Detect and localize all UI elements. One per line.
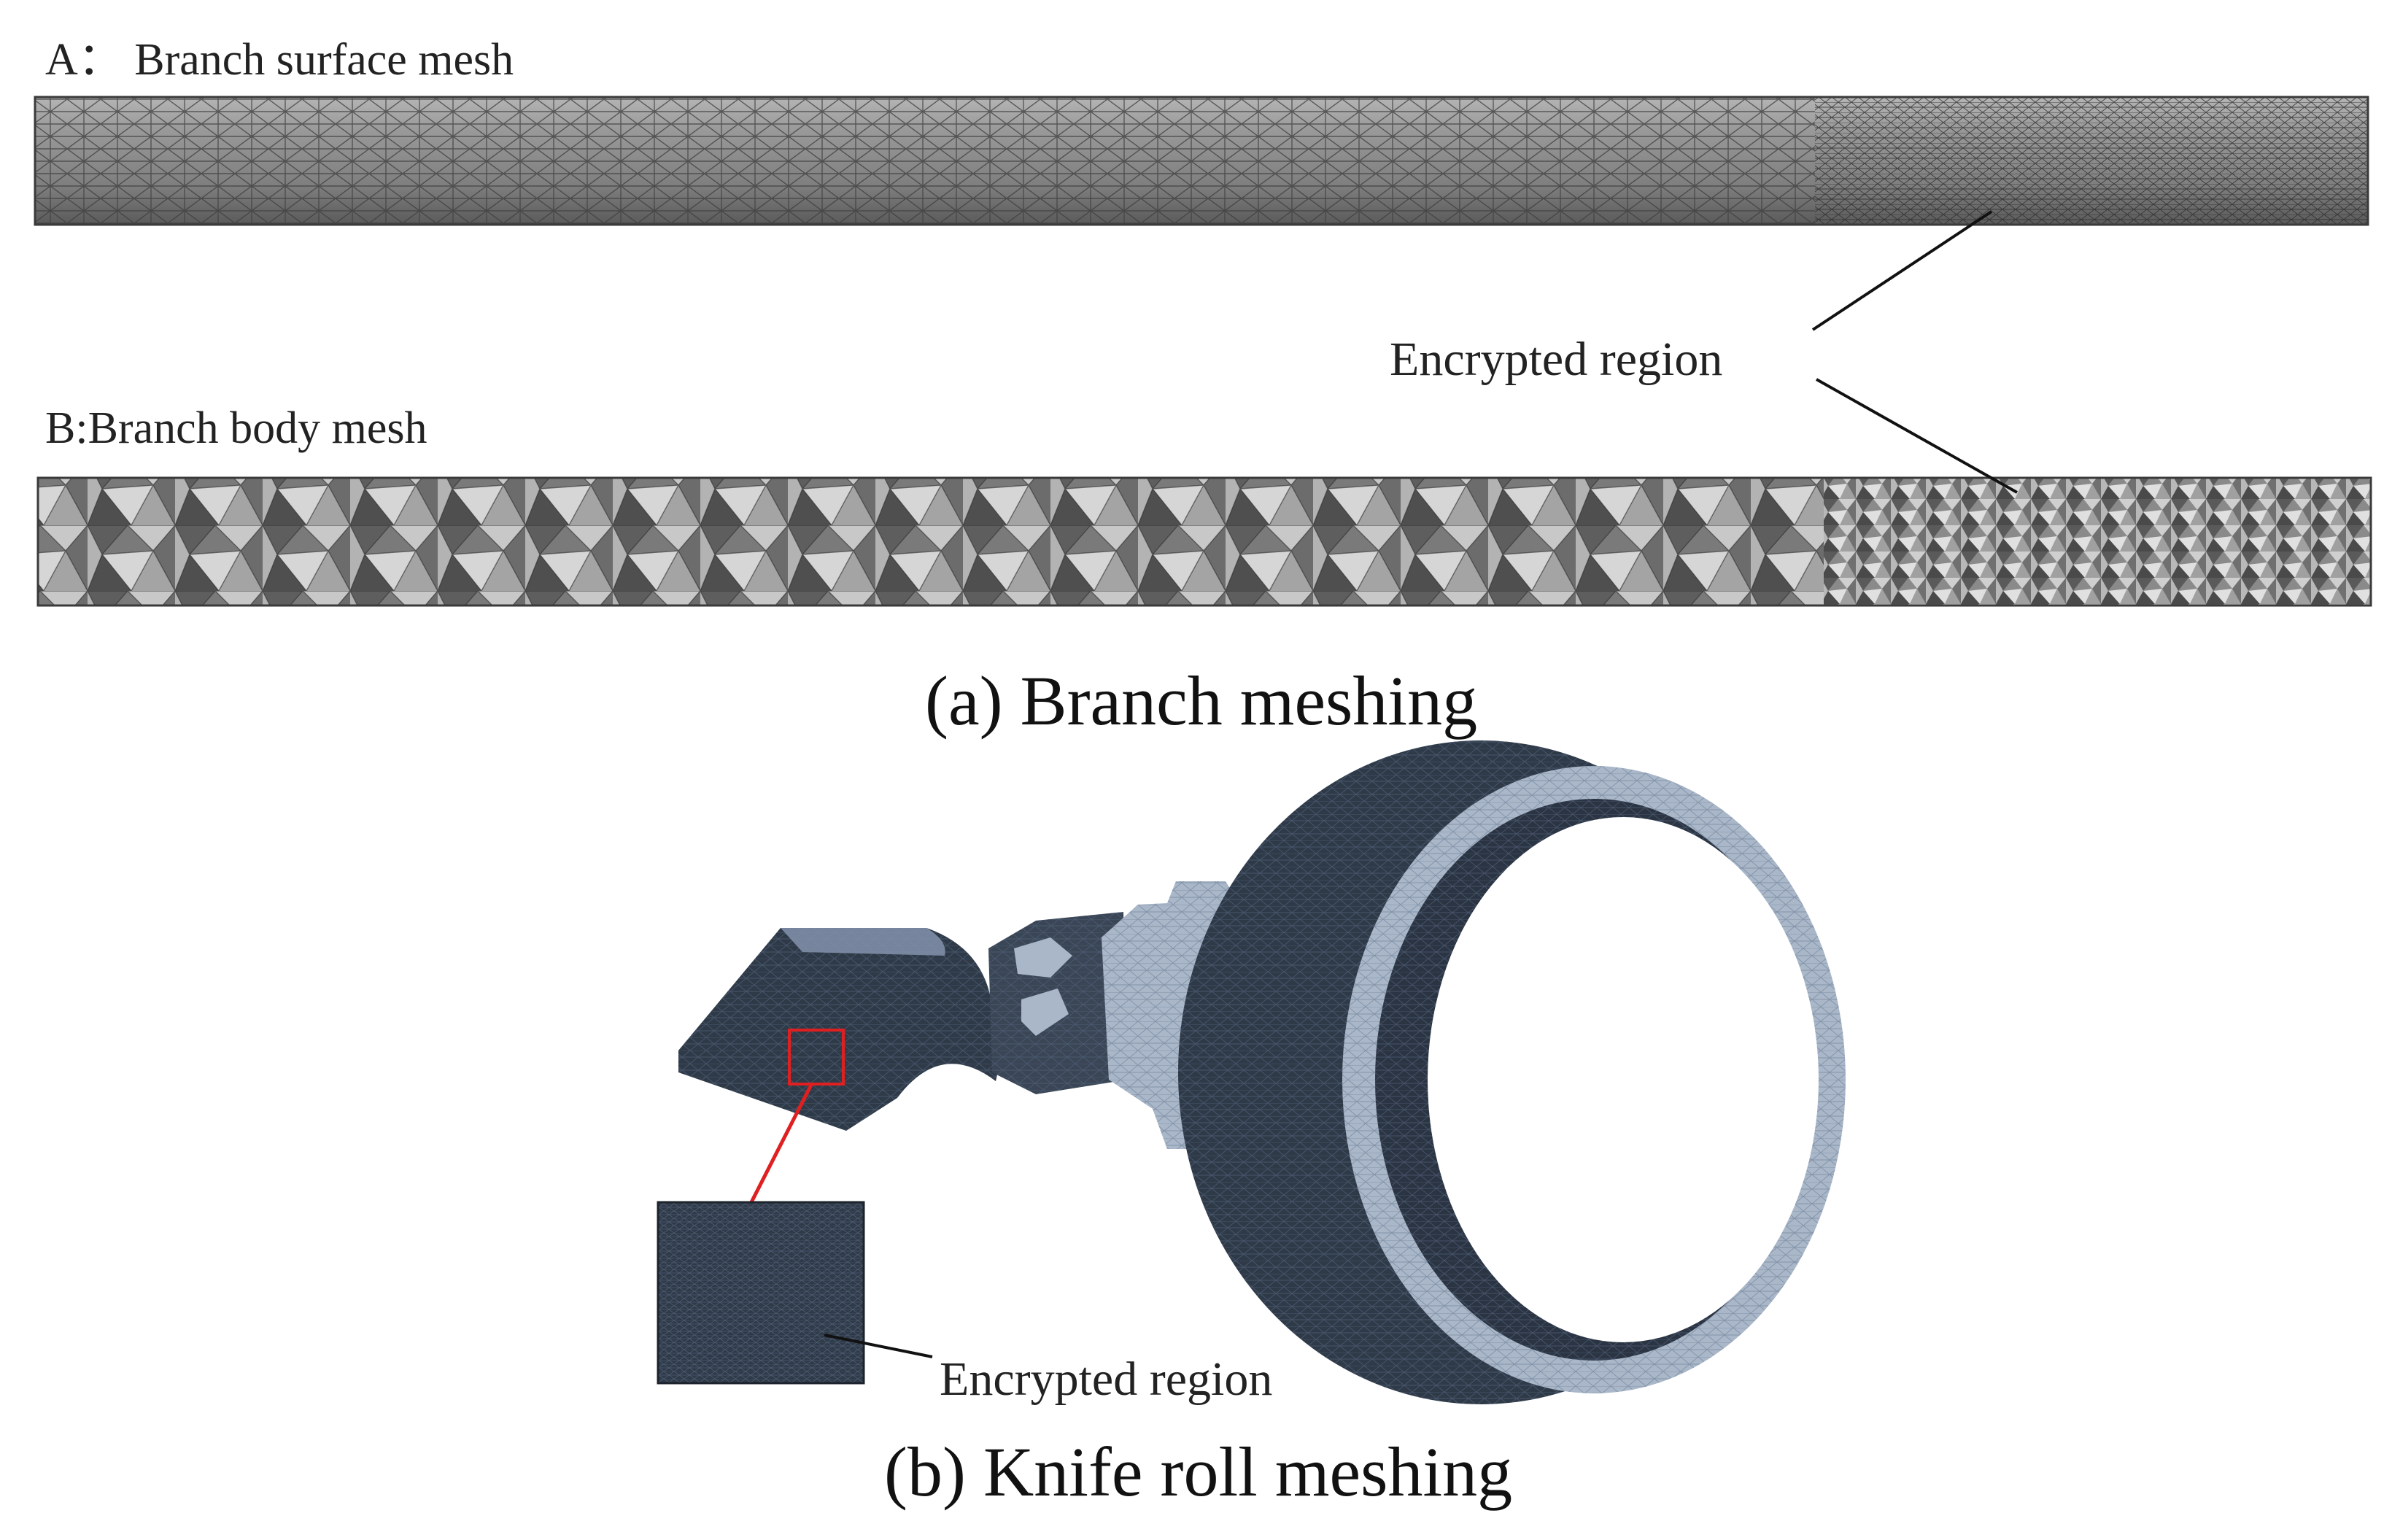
encrypted-region-label-a: Encrypted region: [1390, 333, 1723, 386]
encrypted-region-leader-b: [824, 1334, 933, 1358]
caption-b: (b) Knife roll meshing: [884, 1433, 1513, 1511]
zoom-callout: [657, 1029, 865, 1385]
knife-roll-mesh: [678, 740, 1846, 1404]
body-mesh-tube: [36, 476, 2372, 607]
encrypted-region-leaders-a: [1811, 210, 2018, 494]
caption-a: (a) Branch meshing: [925, 662, 1478, 740]
body-mesh-label: B:Branch body mesh: [45, 403, 427, 453]
surface-mesh-label: A： Branch surface mesh: [45, 35, 514, 85]
encrypted-region-label-b: Encrypted region: [940, 1353, 1273, 1406]
surface-mesh-tube: [34, 96, 2369, 226]
